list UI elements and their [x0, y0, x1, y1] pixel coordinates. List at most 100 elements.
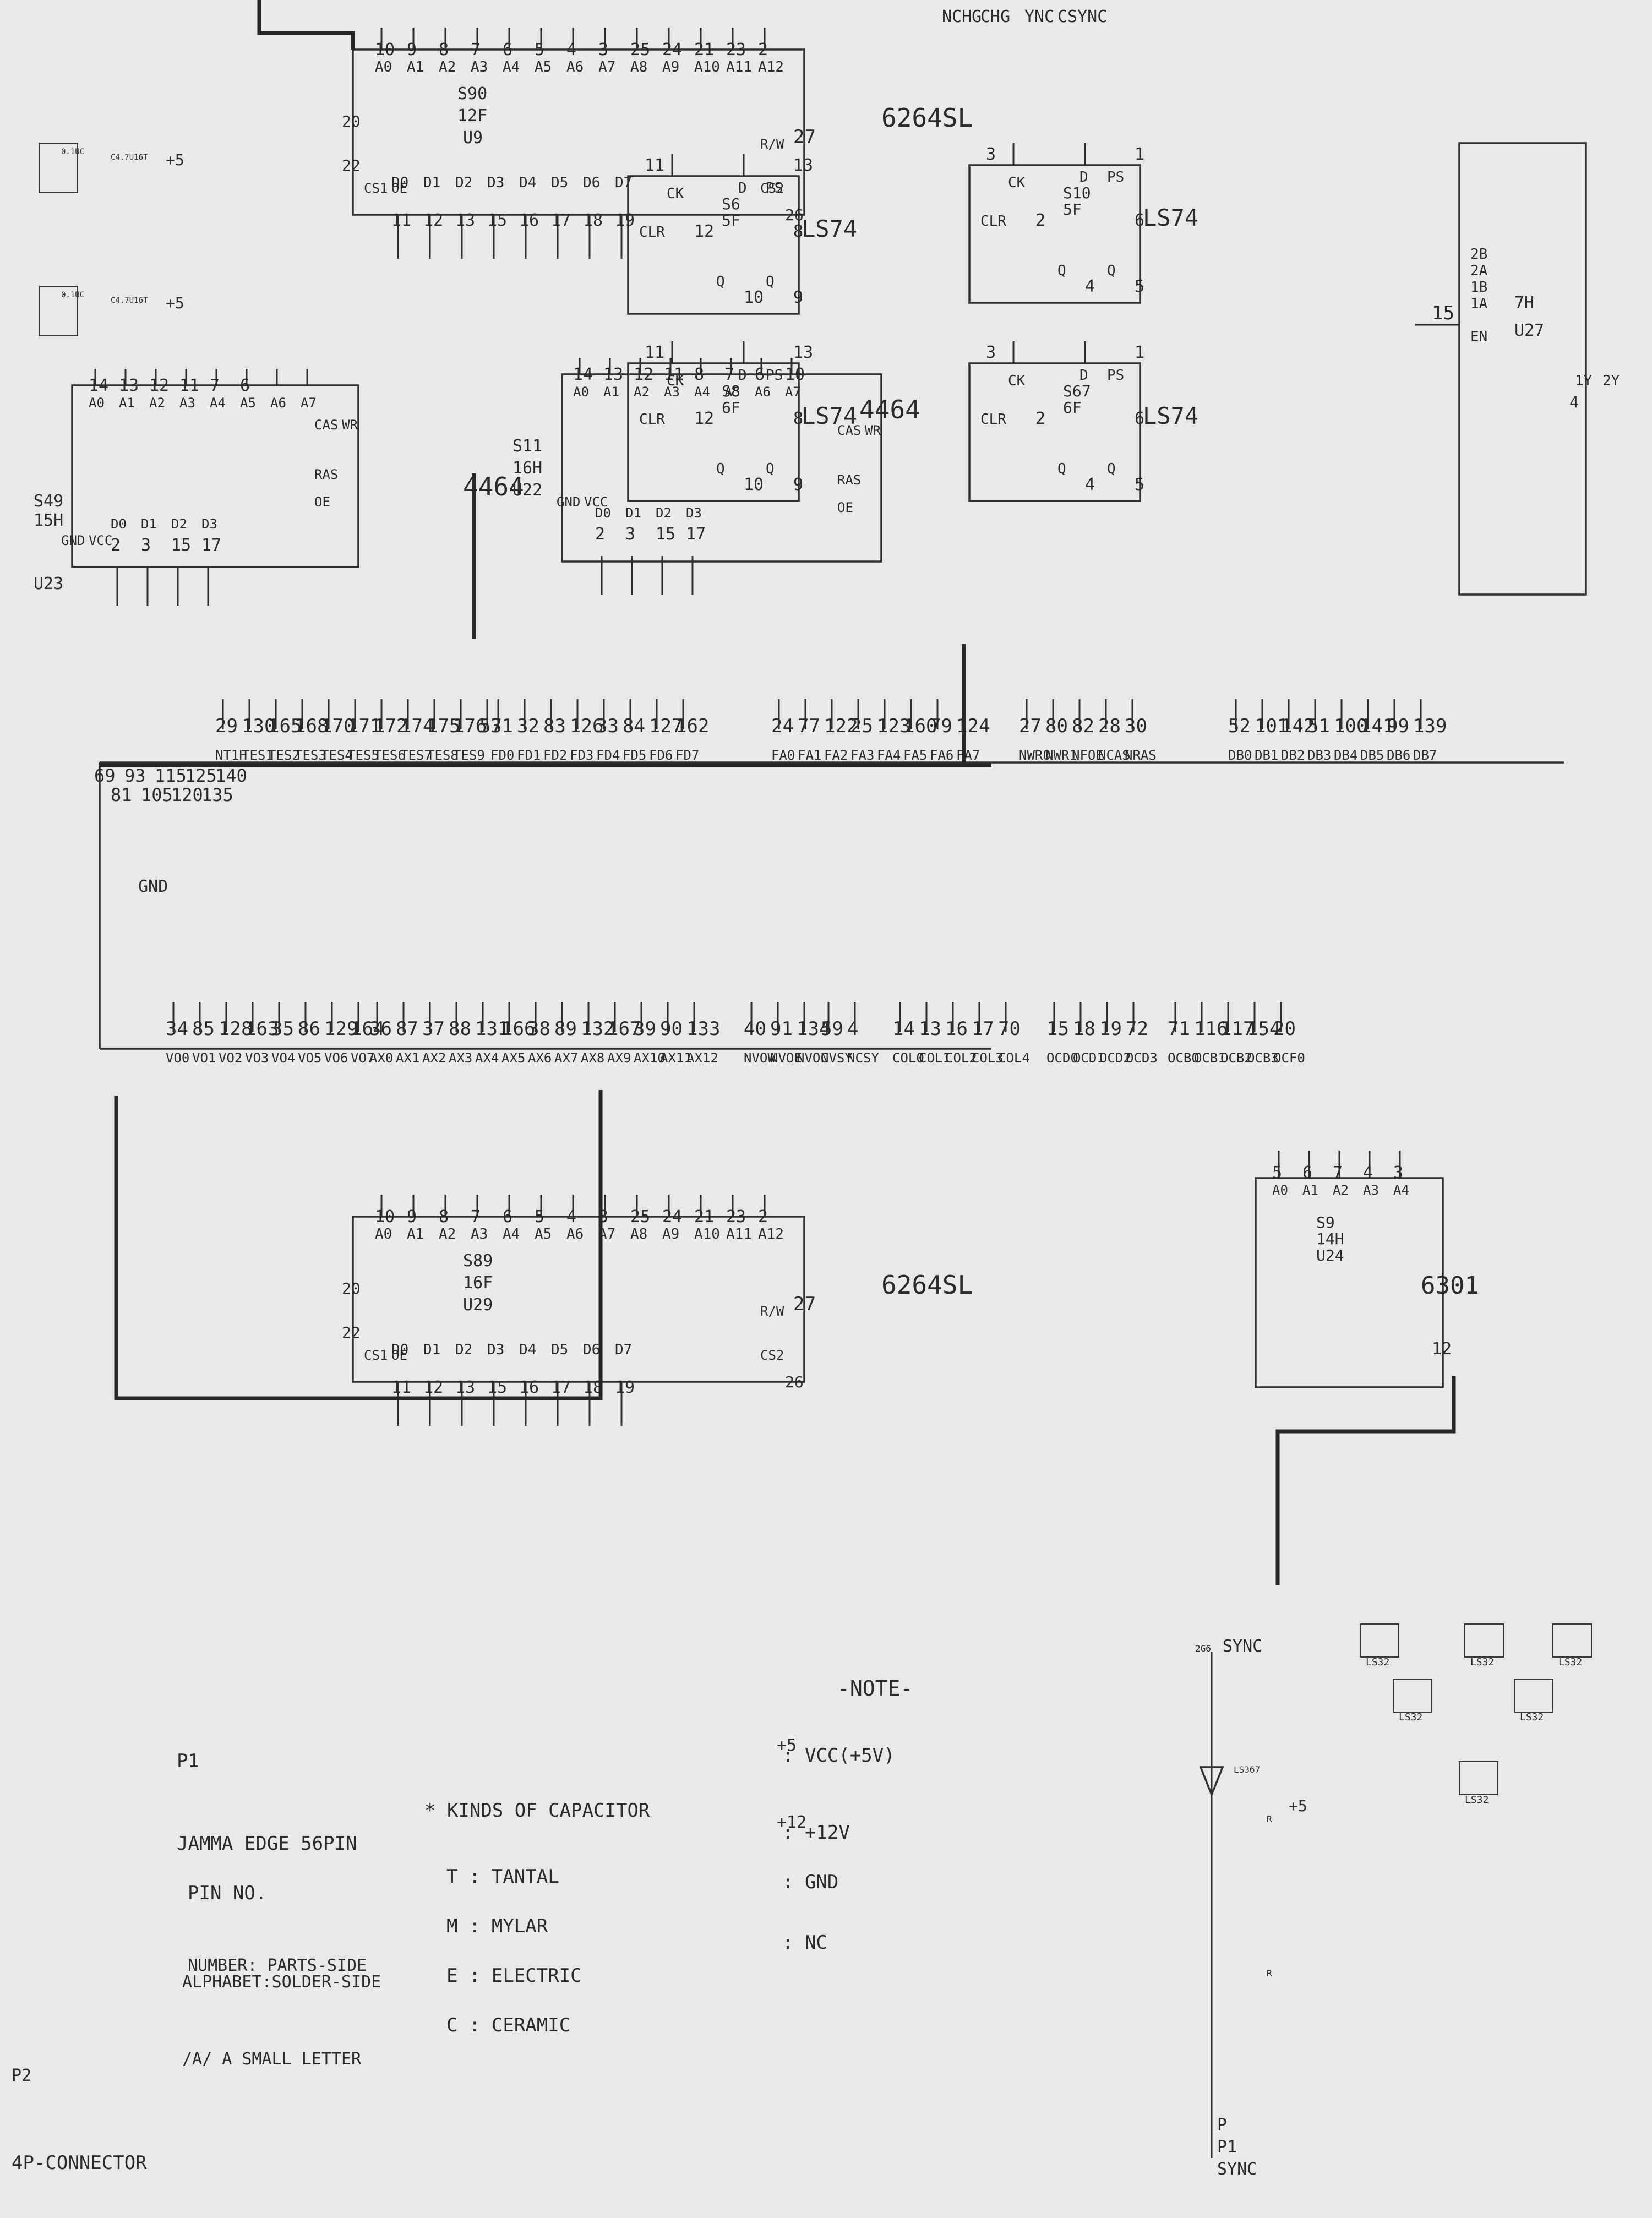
- dram-left-4464: 4464 S49 15H U23 GND VCC CAS WR RAS OE A…: [34, 369, 524, 606]
- ram-bottom-addr-pin: 23: [726, 1207, 746, 1227]
- ax-name: AX2: [422, 1050, 446, 1066]
- ff-s67-pin: 6: [1135, 409, 1144, 428]
- fa-name: FA3: [850, 748, 874, 763]
- sync-pin: 59: [821, 1018, 843, 1040]
- bus-lines: [100, 0, 1456, 1585]
- decoupling-caps: 0.1UC C4.7U16T 0.1UC C4.7U16T +5 +5: [39, 143, 184, 336]
- ff-s10-body: [968, 164, 1141, 304]
- mux-out-1y: 1Y: [1575, 373, 1593, 389]
- prom-sxx: S9: [1316, 1213, 1335, 1231]
- ram-top-6264sl: 6264SL U9 12F S90 CS1 OE CS2 R/W 27 20 2…: [342, 28, 973, 259]
- dram-left-ras: RAS: [314, 467, 338, 482]
- prom-pin: 6: [1302, 1163, 1312, 1182]
- dram-left-d-pin: 3: [141, 536, 151, 555]
- dram-right-cas: CAS: [837, 423, 861, 438]
- mux-ref: U27: [1514, 321, 1544, 340]
- note-p1: P1: [177, 1750, 199, 1772]
- dram-right-a-name: A4: [694, 384, 710, 400]
- db-name: DB2: [1281, 748, 1305, 763]
- ram-bottom-data-name: D5: [551, 1342, 568, 1358]
- note-pin-no: PIN NO.: [188, 1882, 266, 1904]
- dram-left-a-name: A6: [270, 395, 286, 411]
- prom-addr: A0: [1272, 1182, 1288, 1198]
- dram-right-a-name: A6: [755, 384, 771, 400]
- fa-pin: 77: [798, 715, 820, 737]
- tes-pin: 29: [215, 715, 238, 737]
- db-pin: 101: [1255, 715, 1288, 737]
- dram-left-d-pin: 17: [201, 536, 221, 555]
- ram-bottom-addr-name: A5: [535, 1226, 552, 1242]
- prom-addr: A1: [1302, 1182, 1318, 1198]
- ff-s8-q: Q: [716, 461, 725, 477]
- ff-s8-ck: CK: [667, 373, 684, 389]
- ff-s6-ref: S6: [722, 195, 740, 213]
- ctl-name: NCAS: [1098, 748, 1130, 763]
- label-nchg: NCHG: [942, 7, 982, 26]
- gnd-pin-a: 69: [94, 765, 116, 786]
- ram-top-addr-name: A8: [630, 59, 647, 75]
- note-nc: : NC: [782, 1932, 827, 1954]
- ram-bottom-rw: R/W: [760, 1304, 784, 1319]
- ax-pin: 87: [396, 1018, 418, 1040]
- ctl-name: NRAS: [1125, 748, 1157, 763]
- ram-top-addr-pin: 3: [598, 40, 608, 59]
- ocb-name: OCB1: [1194, 1050, 1226, 1066]
- ram-top-addr-name: A4: [503, 59, 520, 75]
- ff-s8-pin: 12: [694, 409, 714, 428]
- db-name: DB7: [1413, 748, 1437, 763]
- dram-right-d-pin: 2: [595, 525, 605, 544]
- ff-s8-qb: Q: [766, 461, 775, 477]
- ctl-name: NFOE: [1072, 748, 1104, 763]
- ff-s67-part: LS74: [1143, 402, 1198, 429]
- fd-name: FD1: [517, 748, 541, 763]
- ff-s6-pin: 9: [793, 288, 803, 307]
- dram-right-a-name: A3: [664, 384, 680, 400]
- mux-loc: 7H: [1514, 293, 1534, 313]
- ram-top-addr-name: A0: [375, 59, 392, 75]
- ram-top-data-name: D1: [423, 175, 440, 191]
- prom-out-pin: 12: [1432, 1339, 1452, 1359]
- cap-2-plus5: +5: [166, 294, 184, 312]
- db-name: DB1: [1255, 748, 1278, 763]
- ram-top-addr-name: A11: [726, 59, 752, 75]
- note-cap-e: E : ELECTRIC: [446, 1965, 582, 1987]
- note-number: NUMBER: PARTS-SIDE: [188, 1956, 367, 1975]
- note-cap-c: C : CERAMIC: [446, 2014, 570, 2036]
- nv-name: NVOW: [744, 1050, 776, 1066]
- ram-bottom-addr-pin: 7: [471, 1207, 481, 1227]
- ram-bottom-pin-cs1: 20: [342, 1279, 361, 1298]
- fd-name: FD4: [596, 748, 620, 763]
- ram-bottom-cs2: CS2: [760, 1348, 784, 1363]
- ocb-name: OCF0: [1273, 1050, 1305, 1066]
- ff-s67-pin: 2: [1035, 409, 1045, 428]
- dram-right-a-name: A1: [603, 384, 619, 400]
- dram-right-a-pin: 8: [694, 365, 704, 384]
- ls32-gate-label: LS32: [1366, 1656, 1389, 1668]
- ff-s8-part: LS74: [802, 402, 857, 429]
- dram-left-sxx: S49: [34, 492, 63, 511]
- ram-bottom-pin-oe: 22: [342, 1323, 361, 1342]
- ram-bottom-addr-pin: 2: [758, 1207, 768, 1227]
- ram-top-data-name: D6: [583, 175, 600, 191]
- dram-right-vcc: VCC: [584, 494, 608, 510]
- fd-name: FD2: [543, 748, 567, 763]
- fa-pin: 123: [877, 715, 910, 737]
- db-name: DB6: [1387, 748, 1410, 763]
- fa-pin: 124: [956, 715, 990, 737]
- ax-pin: 37: [422, 1018, 445, 1040]
- gnd-pin-a: 140: [215, 765, 247, 786]
- ff-s10-ps: PS: [1107, 169, 1124, 186]
- ls32-gate: [1552, 1623, 1592, 1658]
- tes-name: TES8: [427, 748, 459, 763]
- ls32-gate: [1360, 1623, 1399, 1658]
- dram-left-ref: U23: [34, 574, 63, 593]
- dram-right-a-name: A7: [785, 384, 801, 400]
- dram-right-a-pin: 11: [664, 365, 684, 384]
- ax-pin: 133: [686, 1018, 720, 1040]
- fd-name: FD5: [623, 748, 646, 763]
- sync-in-ref: 2G6: [1195, 1643, 1211, 1654]
- col-pin: 17: [972, 1018, 994, 1040]
- ram-bottom-data-pin: 16: [519, 1378, 539, 1397]
